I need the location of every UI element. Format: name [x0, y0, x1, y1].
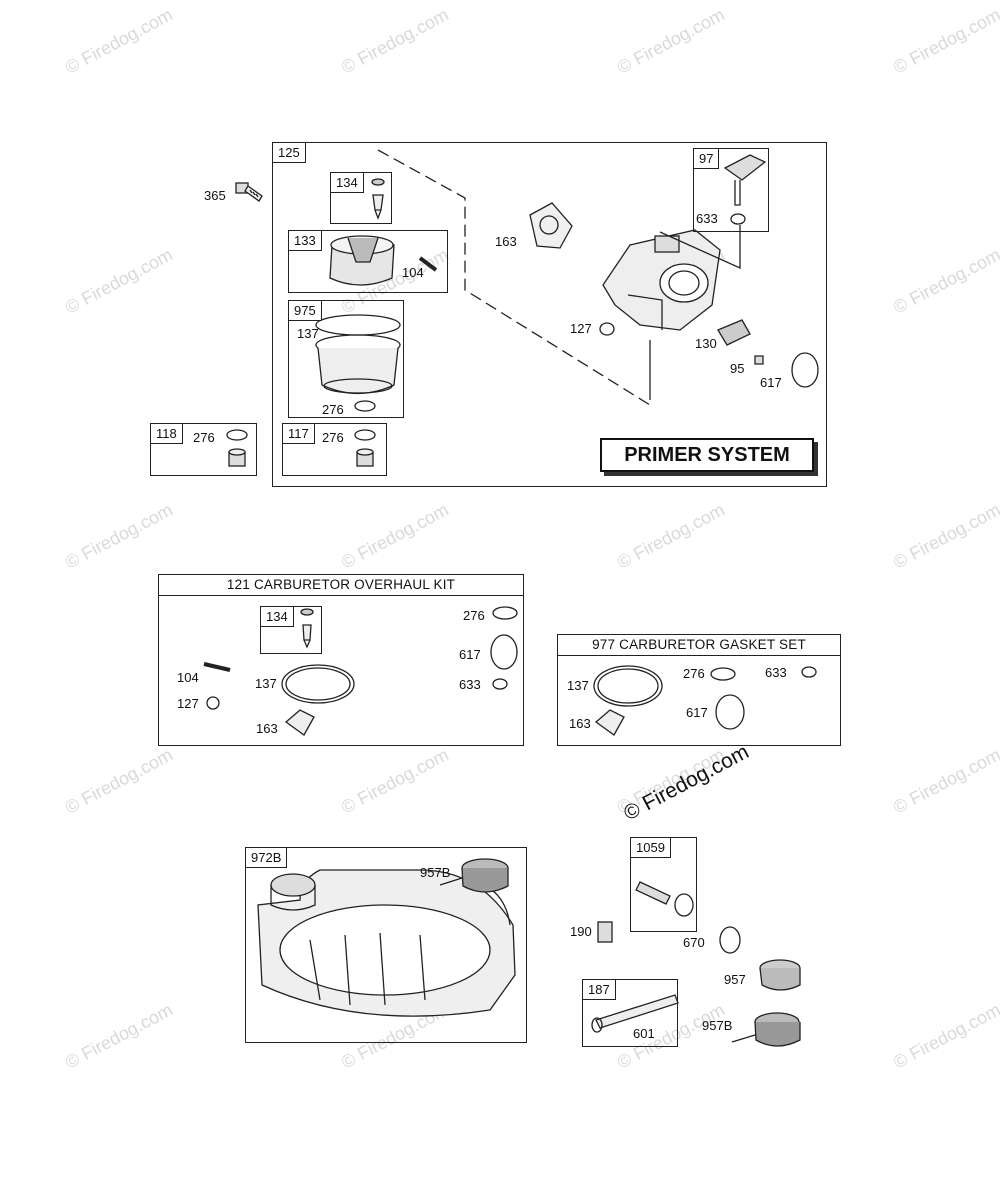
misc-label-670: 670 — [683, 935, 705, 950]
overhaul-kit-header: 121 CARBURETOR OVERHAUL KIT — [159, 575, 523, 596]
tank-label-957b: 957B — [420, 865, 451, 880]
primer-system-title: PRIMER SYSTEM — [600, 438, 814, 472]
part-tag-133: 133 — [289, 231, 322, 251]
pin-104-drawing — [418, 256, 438, 272]
screw-365-drawing — [235, 182, 263, 202]
gasket-label-617: 617 — [686, 705, 708, 720]
float-kit-box: 133 — [288, 230, 448, 293]
carburetor-drawing — [602, 229, 721, 331]
part-tag-187: 187 — [583, 980, 616, 1000]
overhaul-label-104: 104 — [177, 670, 199, 685]
overhaul-label-127: 127 — [177, 696, 199, 711]
overhaul-label-137: 137 — [255, 676, 277, 691]
misc-label-957b: 957B — [702, 1018, 733, 1033]
float-133-drawing — [329, 235, 395, 286]
gasket-label-276: 276 — [683, 666, 705, 681]
part-label-137: 137 — [297, 326, 319, 341]
primer-system-frame: 125 — [272, 142, 827, 487]
part-label-95: 95 — [730, 361, 745, 376]
misc-label-190: 190 — [570, 924, 592, 939]
overhaul-label-617: 617 — [459, 647, 481, 662]
misc-label-957: 957 — [724, 972, 746, 987]
screw-95-drawing — [754, 355, 764, 365]
bowl-975-drawing — [315, 314, 401, 412]
fuel-tank-drawing — [257, 869, 516, 1017]
gasket-set-frame: 977 CARBURETOR GASKET SET — [557, 634, 841, 746]
part-label-276-117: 276 — [322, 430, 344, 445]
overhaul-label-276: 276 — [463, 608, 485, 623]
gasket-label-163: 163 — [569, 716, 591, 731]
gasket-label-633: 633 — [765, 665, 787, 680]
part-label-276-bowl: 276 — [322, 402, 344, 417]
part-label-104: 104 — [402, 265, 424, 280]
fuel-line-187-box: 187 — [582, 979, 678, 1047]
overhaul-needle-box: 134 — [260, 606, 322, 654]
plug-118-box: 118 — [150, 423, 257, 476]
overhaul-kit-frame: 121 CARBURETOR OVERHAUL KIT — [158, 574, 524, 746]
part-tag-118: 118 — [151, 424, 183, 444]
oring-617-drawing — [791, 352, 819, 388]
primer-bulb-97-drawing — [723, 154, 767, 225]
part-label-130: 130 — [695, 336, 717, 351]
cap-957b-top-drawing — [439, 858, 509, 893]
part-tag-1059: 1059 — [631, 838, 671, 858]
part-label-365: 365 — [204, 188, 226, 203]
plug-127-drawing — [599, 322, 615, 336]
gasket-163-drawing — [529, 202, 573, 249]
part-label-163: 163 — [495, 234, 517, 249]
part-tag-117: 117 — [283, 424, 315, 444]
part-label-127: 127 — [570, 321, 592, 336]
gasket-label-137: 137 — [567, 678, 589, 693]
gasket-set-header: 977 CARBURETOR GASKET SET — [558, 635, 840, 656]
plug-117-box: 117 — [282, 423, 387, 476]
part-label-276-118: 276 — [193, 430, 215, 445]
primer-bulb-box: 97 — [693, 148, 769, 232]
overhaul-label-163: 163 — [256, 721, 278, 736]
part-label-633: 633 — [696, 211, 718, 226]
overhaul-label-633: 633 — [459, 677, 481, 692]
part-tag-125: 125 — [273, 143, 306, 163]
part-tag-972b: 972B — [246, 848, 288, 868]
plug-117-drawing — [354, 429, 376, 467]
plate-130-drawing — [717, 319, 751, 346]
fuel-tank-frame: 972B — [245, 847, 527, 1043]
bolt-1059-box: 1059 — [630, 837, 697, 932]
plug-118-drawing — [226, 429, 248, 467]
bowl-kit-box: 975 — [288, 300, 404, 418]
overhaul-tag-134: 134 — [261, 607, 294, 627]
part-label-617: 617 — [760, 375, 782, 390]
misc-label-601: 601 — [633, 1026, 655, 1041]
part-tag-134: 134 — [331, 173, 364, 193]
part-tag-975: 975 — [289, 301, 322, 321]
needle-134-drawing — [371, 178, 385, 220]
needle-kit-box: 134 — [330, 172, 392, 224]
part-tag-97: 97 — [694, 149, 720, 169]
